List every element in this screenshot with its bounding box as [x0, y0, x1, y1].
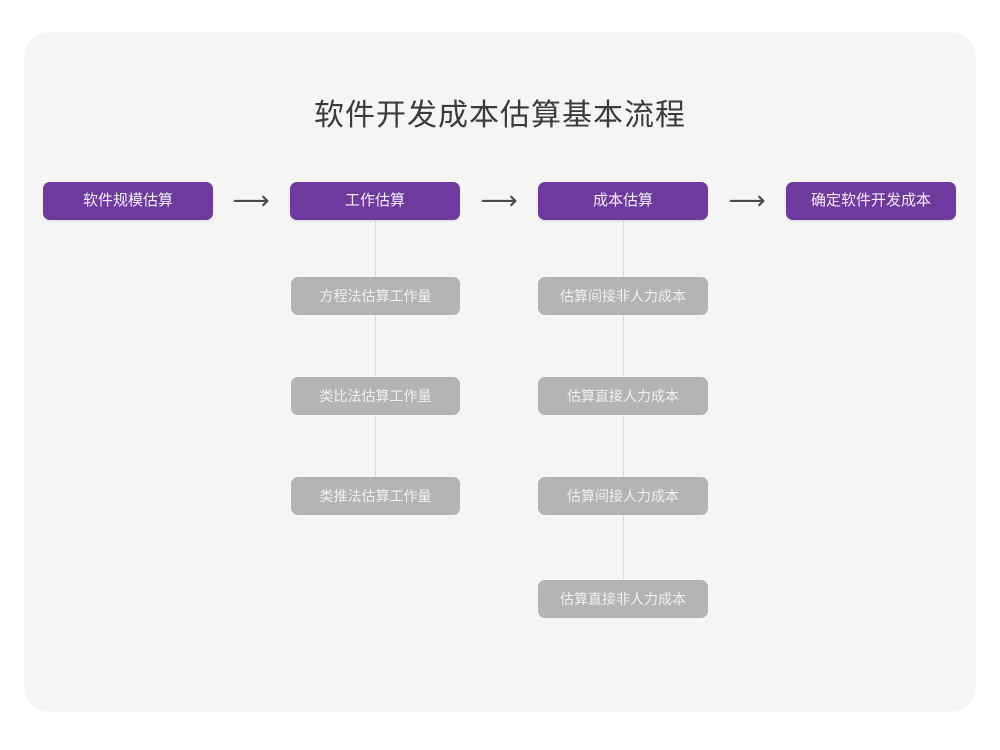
connector-line-stage3-c [623, 415, 624, 479]
flow-arrow-icon-2: ⟶ [480, 186, 518, 216]
flow-arrow-icon-3: ⟶ [728, 186, 766, 216]
stage-node-cost[interactable]: 成本估算 [538, 182, 708, 220]
connector-line-stage2-b [375, 315, 376, 379]
page-title: 软件开发成本估算基本流程 [314, 99, 686, 132]
substep-node-inference-method[interactable]: 类推法估算工作量 [291, 477, 460, 515]
connector-line-stage3-b [623, 315, 624, 379]
substep-node-indirect-labor-cost[interactable]: 估算间接人力成本 [538, 477, 708, 515]
substep-node-equation-method[interactable]: 方程法估算工作量 [291, 277, 460, 315]
stage-node-final-cost[interactable]: 确定软件开发成本 [786, 182, 956, 220]
substep-node-indirect-nonlabor-cost[interactable]: 估算间接非人力成本 [538, 277, 708, 315]
connector-line-stage3-a [623, 219, 624, 279]
connector-line-stage2-c [375, 415, 376, 479]
stage-node-effort[interactable]: 工作估算 [290, 182, 460, 220]
flow-arrow-icon-1: ⟶ [232, 186, 270, 216]
diagram-card [24, 32, 976, 712]
stage-node-software-scale[interactable]: 软件规模估算 [43, 182, 213, 220]
connector-line-stage3-d [623, 515, 624, 582]
substep-node-analogy-method[interactable]: 类比法估算工作量 [291, 377, 460, 415]
substep-node-direct-labor-cost[interactable]: 估算直接人力成本 [538, 377, 708, 415]
substep-node-direct-nonlabor-cost[interactable]: 估算直接非人力成本 [538, 580, 708, 618]
connector-line-stage2-a [375, 219, 376, 279]
